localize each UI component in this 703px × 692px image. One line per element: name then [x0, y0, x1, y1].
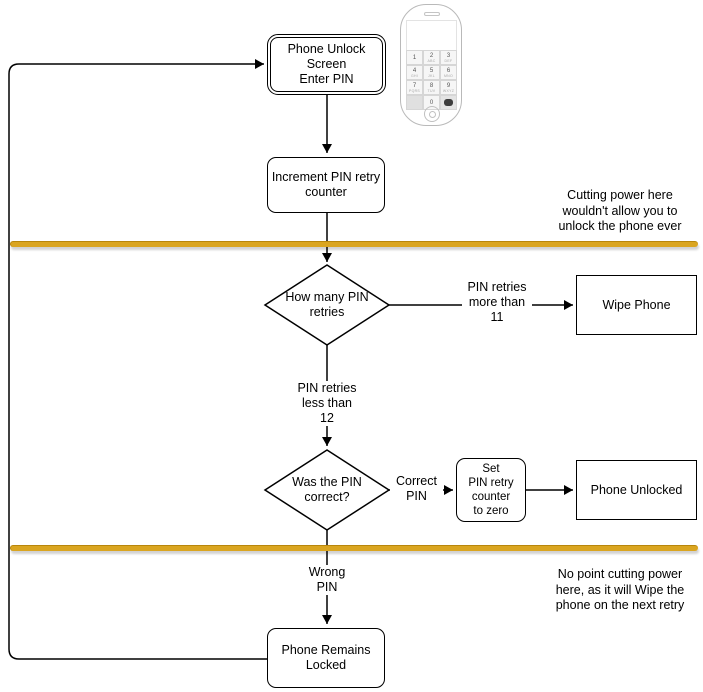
decision-how-many-pin-retries-shape [263, 264, 391, 346]
phone-key-1: 1 [406, 50, 423, 65]
decision-was-pin-correct-label: Was the PIN correct? [292, 475, 362, 504]
edge-label-pin-retries-more-than-11: PIN retries more than 11 [462, 280, 532, 325]
node-increment-pin-retry-counter: Increment PIN retry counter [267, 157, 385, 213]
edge-label-correct-pin: Correct PIN [390, 474, 443, 504]
power-cut-bar-bottom [10, 545, 698, 551]
node-phone-remains-locked: Phone Remains Locked [267, 628, 385, 688]
annotation-cutting-power-bottom: No point cutting power here, as it will … [555, 567, 685, 613]
decision-was-pin-correct-shape [263, 449, 391, 531]
phone-key-8: 8 TUV [423, 80, 440, 95]
phone-key-delete-icon [440, 95, 457, 110]
edge-locked-to-unlock-loop [8, 59, 267, 660]
phone-home-button-icon [424, 106, 440, 122]
phone-illustration: 1 2 ABC 3 DEF 4 GHI 5 JKL 6 MNO 7 PQRS [400, 4, 462, 126]
decision-how-many-pin-retries-label: How many PIN retries [285, 290, 369, 319]
node-phone-unlock-screen-label: Phone Unlock Screen Enter PIN [270, 37, 383, 92]
phone-key-4: 4 GHI [406, 65, 423, 80]
phone-speaker-icon [424, 12, 440, 16]
phone-key-2: 2 ABC [423, 50, 440, 65]
node-set-pin-retry-counter-to-zero: Set PIN retry counter to zero [456, 458, 526, 522]
edge-label-wrong-pin: Wrong PIN [302, 565, 352, 595]
phone-key-9: 9 WXYZ [440, 80, 457, 95]
phone-keypad: 1 2 ABC 3 DEF 4 GHI 5 JKL 6 MNO 7 PQRS [406, 50, 457, 110]
node-phone-unlock-screen: Phone Unlock Screen Enter PIN [267, 34, 386, 95]
node-wipe-phone: Wipe Phone [576, 275, 697, 335]
phone-screen [406, 20, 457, 50]
phone-key-3: 3 DEF [440, 50, 457, 65]
phone-key-5: 5 JKL [423, 65, 440, 80]
edge-label-pin-retries-less-than-12: PIN retries less than 12 [292, 381, 362, 426]
node-phone-unlocked: Phone Unlocked [576, 460, 697, 520]
annotation-cutting-power-top: Cutting power here wouldn't allow you to… [558, 188, 682, 234]
phone-key-blank [406, 95, 423, 110]
phone-key-6: 6 MNO [440, 65, 457, 80]
power-cut-bar-top [10, 241, 698, 247]
phone-key-7: 7 PQRS [406, 80, 423, 95]
